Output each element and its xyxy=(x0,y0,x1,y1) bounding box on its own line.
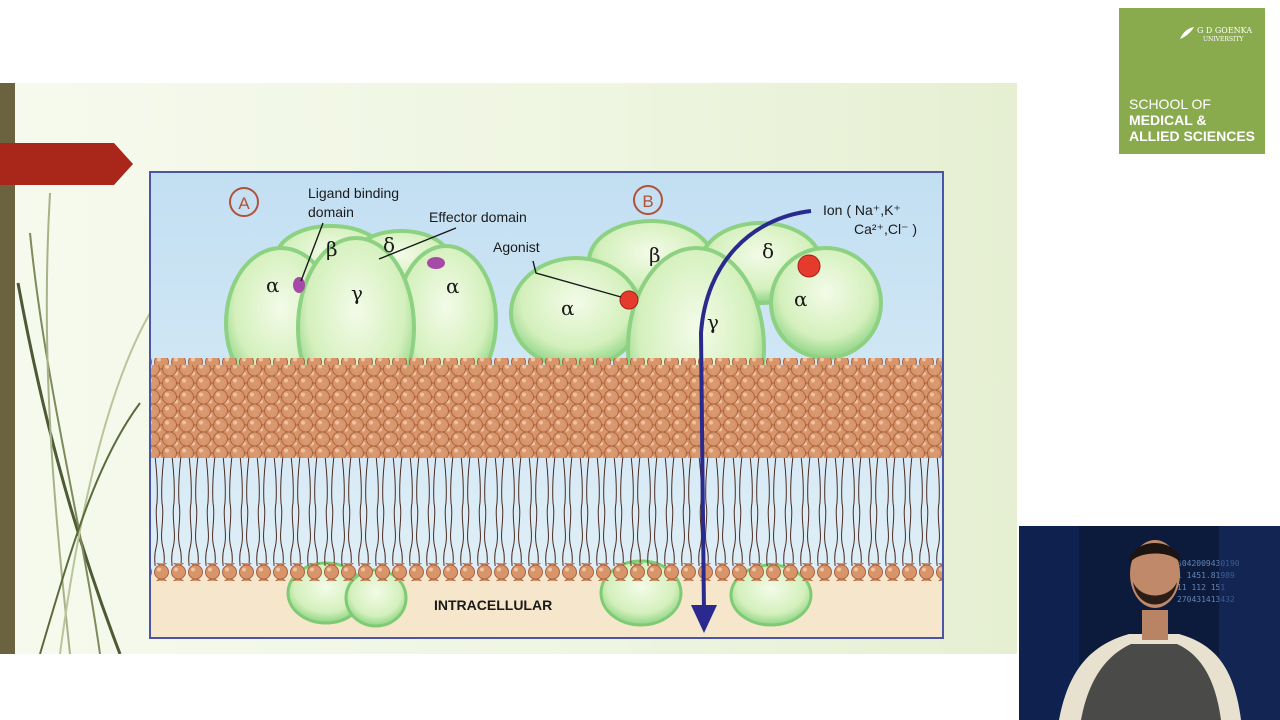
presenter-video: 3042009430190 1 1451.81989 11 112 151 27… xyxy=(1019,526,1280,720)
school-line1: SCHOOL OF xyxy=(1129,96,1211,112)
a-delta: δ xyxy=(383,233,396,257)
a-alpha-right: α xyxy=(446,274,460,298)
receptor-diagram: A B Ligand binding domain Effector domai… xyxy=(149,171,944,639)
diagram-drawing xyxy=(151,173,942,637)
intracellular-label: INTRACELLULAR xyxy=(434,597,553,613)
school-line2: MEDICAL & xyxy=(1129,112,1207,128)
b-beta: β xyxy=(649,243,661,267)
university-logo: G D GOENKA UNIVERSITY SCHOOL OF MEDICAL … xyxy=(1119,8,1265,154)
agonist-label: Agonist xyxy=(493,239,540,255)
b-alpha-right: α xyxy=(794,287,808,311)
slide-left-bar xyxy=(0,83,15,654)
logo-emblem: G D GOENKA UNIVERSITY xyxy=(1179,24,1259,56)
leaf-icon xyxy=(1180,27,1194,39)
panel-a-marker: A xyxy=(229,187,259,217)
logo-university-name: G D GOENKA xyxy=(1197,26,1253,35)
school-name: SCHOOL OF MEDICAL & ALLIED SCIENCES xyxy=(1129,96,1255,144)
school-line3: ALLIED SCIENCES xyxy=(1129,128,1256,144)
b-delta: δ xyxy=(762,239,775,263)
red-arrow-marker xyxy=(0,143,133,185)
ion-label-line1: Ion ( Na⁺,K⁺ xyxy=(823,202,901,218)
decorative-grass-lines xyxy=(16,192,151,654)
a-beta: β xyxy=(326,237,338,261)
b-alpha-left: α xyxy=(561,296,575,320)
panel-b-marker: B xyxy=(633,185,663,215)
ligand-binding-label-line1: Ligand binding xyxy=(308,185,400,201)
ligand-binding-label-line2: domain xyxy=(308,204,354,220)
effector-domain-label: Effector domain xyxy=(429,209,527,225)
a-gamma: γ xyxy=(351,281,363,305)
ion-label-line2: Ca²⁺,Cl⁻ ) xyxy=(854,221,917,237)
a-alpha-left: α xyxy=(266,273,280,297)
video-digits: 3042009430190 1 1451.81989 11 112 151 27… xyxy=(1177,559,1240,604)
logo-university-sub: UNIVERSITY xyxy=(1203,36,1244,43)
b-gamma: γ xyxy=(707,310,719,334)
presenter-figure xyxy=(1019,526,1280,720)
